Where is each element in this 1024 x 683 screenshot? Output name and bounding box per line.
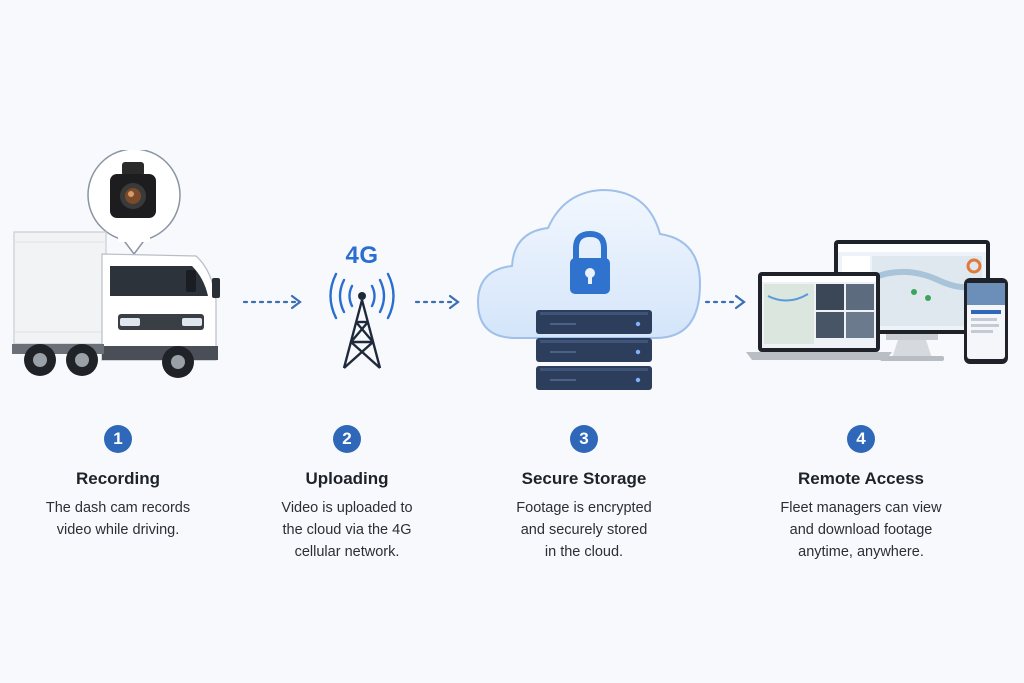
step-title: Recording bbox=[75, 469, 161, 488]
step-number-badge: 2 bbox=[333, 425, 361, 453]
dash-cam-icon bbox=[87, 150, 181, 256]
step-remote-access: 4 Remote Access Fleet managers can view … bbox=[761, 425, 961, 563]
server-stack-icon bbox=[536, 310, 652, 390]
step-description: Footage is encrypted and securely stored… bbox=[516, 500, 652, 560]
flow-arrow-2 bbox=[414, 294, 460, 310]
step-number-badge: 3 bbox=[570, 425, 598, 453]
lock-icon bbox=[570, 230, 610, 294]
signal-waves-icon bbox=[329, 272, 395, 320]
step-title: Remote Access bbox=[798, 469, 924, 488]
step-title: Secure Storage bbox=[521, 469, 647, 488]
step-secure-storage: 3 Secure Storage Footage is encrypted an… bbox=[484, 425, 684, 563]
step-recording: 1 Recording The dash cam records video w… bbox=[18, 425, 218, 541]
flow-arrow-3 bbox=[704, 294, 746, 310]
wheel-icon bbox=[24, 344, 194, 378]
truck-illustration bbox=[12, 150, 220, 378]
cell-tower-icon bbox=[329, 272, 395, 369]
flow-arrow-1 bbox=[242, 294, 302, 310]
laptop-icon bbox=[746, 272, 892, 360]
network-label: 4G bbox=[345, 242, 379, 269]
step-number-badge: 4 bbox=[847, 425, 875, 453]
step-title: Uploading bbox=[305, 469, 389, 488]
phone-icon bbox=[964, 278, 1008, 364]
devices-illustration bbox=[746, 240, 1008, 364]
step-description: Video is uploaded to the cloud via the 4… bbox=[281, 500, 413, 560]
step-uploading: 2 Uploading Video is uploaded to the clo… bbox=[247, 425, 447, 563]
step-description: Fleet managers can view and download foo… bbox=[780, 500, 942, 560]
step-number-badge: 1 bbox=[104, 425, 132, 453]
cloud-storage-illustration bbox=[476, 188, 702, 390]
step-description: The dash cam records video while driving… bbox=[45, 500, 191, 538]
